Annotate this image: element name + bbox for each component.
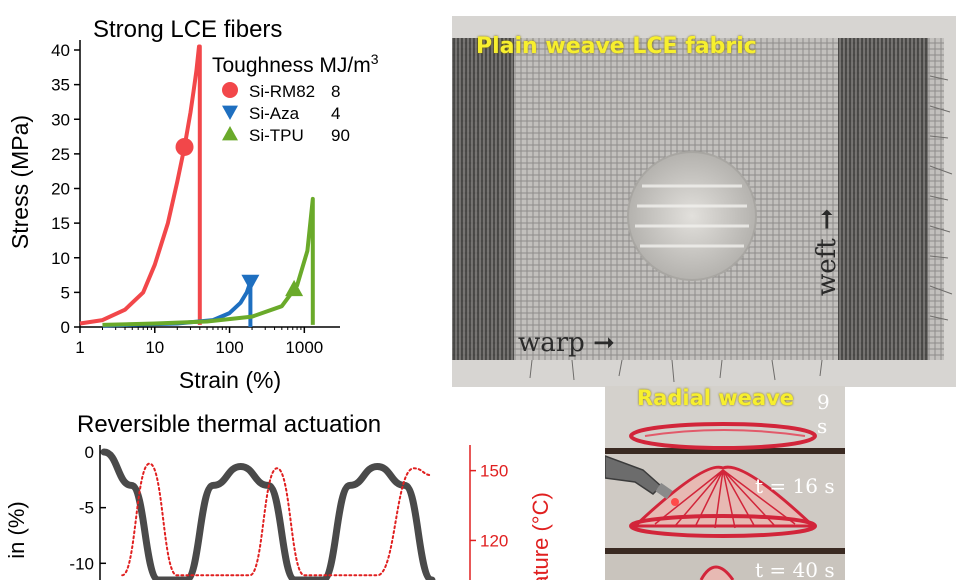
y-tick-label: 35 [51,76,70,95]
left-tick-label: 0 [85,443,94,462]
y-tick-label: 20 [51,180,70,199]
left-tick-label: -5 [79,499,94,518]
x-axis: 1 10 100 1000 [75,326,340,357]
y-tick-label: 10 [51,249,70,268]
x-tick-label: 10 [145,338,164,357]
heat-gun-icon [605,455,673,500]
legend-marker-Si-TPU [222,126,238,141]
fabric-label: Plain weave LCE fabric [476,34,757,59]
weft-label: weft ➞ [812,208,842,296]
series-marker-Si-RM82 [175,137,194,156]
y-axis: 0 5 10 15 20 25 30 35 40 [51,40,81,337]
time-label-3: t = 40 s [755,558,835,580]
left-tick-label: -10 [69,554,94,573]
legend-marker-Si-RM82 [222,82,238,98]
y-tick-label: 0 [61,318,70,337]
series-line-strain [100,448,436,580]
radial-weave-photo: Radial weave 9 s t = 16 s t = 40 s [605,386,845,580]
radial-weave-illustration [605,386,845,580]
right-axis-label: ature (°C) [528,492,553,580]
y-axis-label: Stress (MPa) [7,115,33,249]
fabric-weave-illustration [452,16,956,387]
fabric-photo: Plain weave LCE fabric warp ➞ weft ➞ [452,16,956,387]
legend-marker-Si-Aza [222,105,238,120]
thermal-actuation-chart: Reversible thermal actuation in (%) atur… [4,411,553,580]
legend-label: Si-Aza [249,104,300,123]
legend-title: Toughness MJ/m3 [212,51,379,77]
series-marker-Si-TPU [285,279,304,297]
chart1-title: Strong LCE fibers [93,16,282,43]
series-line-temperature [121,462,433,577]
x-tick-label: 100 [215,338,243,357]
legend: Toughness MJ/m3 Si-RM82 8Si-Aza 4Si-TPU 90 [212,51,379,145]
time-label-1: 9 s [817,390,830,438]
right-tick-label: 120 [480,531,508,550]
x-tick-label: 1000 [285,338,323,357]
right-arrow-icon: ➞ [584,328,615,358]
x-axis-label: Strain (%) [179,367,281,393]
y-tick-label: 25 [51,145,70,164]
legend-toughness: 90 [331,126,350,145]
y-tick-label: 30 [51,110,70,129]
series-line-Si-TPU [102,196,315,327]
warp-label: warp ➞ [518,328,615,358]
y-tick-label: 15 [51,214,70,233]
chart2-title: Reversible thermal actuation [77,411,381,438]
time-label-2: t = 16 s [755,474,835,498]
left-axis-label: in (%) [4,501,29,558]
y-tick-label: 40 [51,41,70,60]
legend-toughness: 4 [331,104,340,123]
radial-weave-label: Radial weave [637,386,794,410]
y-tick-label: 5 [61,283,70,302]
legend-toughness: 8 [331,82,340,101]
up-arrow-icon: ➞ [812,208,842,239]
stress-strain-chart: Strong LCE fibers 0 5 10 15 20 25 30 35 40 1 10 10… [7,16,379,393]
series-line-Si-RM82 [79,44,202,326]
legend-label: Si-TPU [249,126,304,145]
right-tick-label: 150 [480,462,508,481]
series-marker-Si-Aza [241,274,260,291]
legend-label: Si-RM82 [249,82,315,101]
x-tick-label: 1 [75,338,84,357]
